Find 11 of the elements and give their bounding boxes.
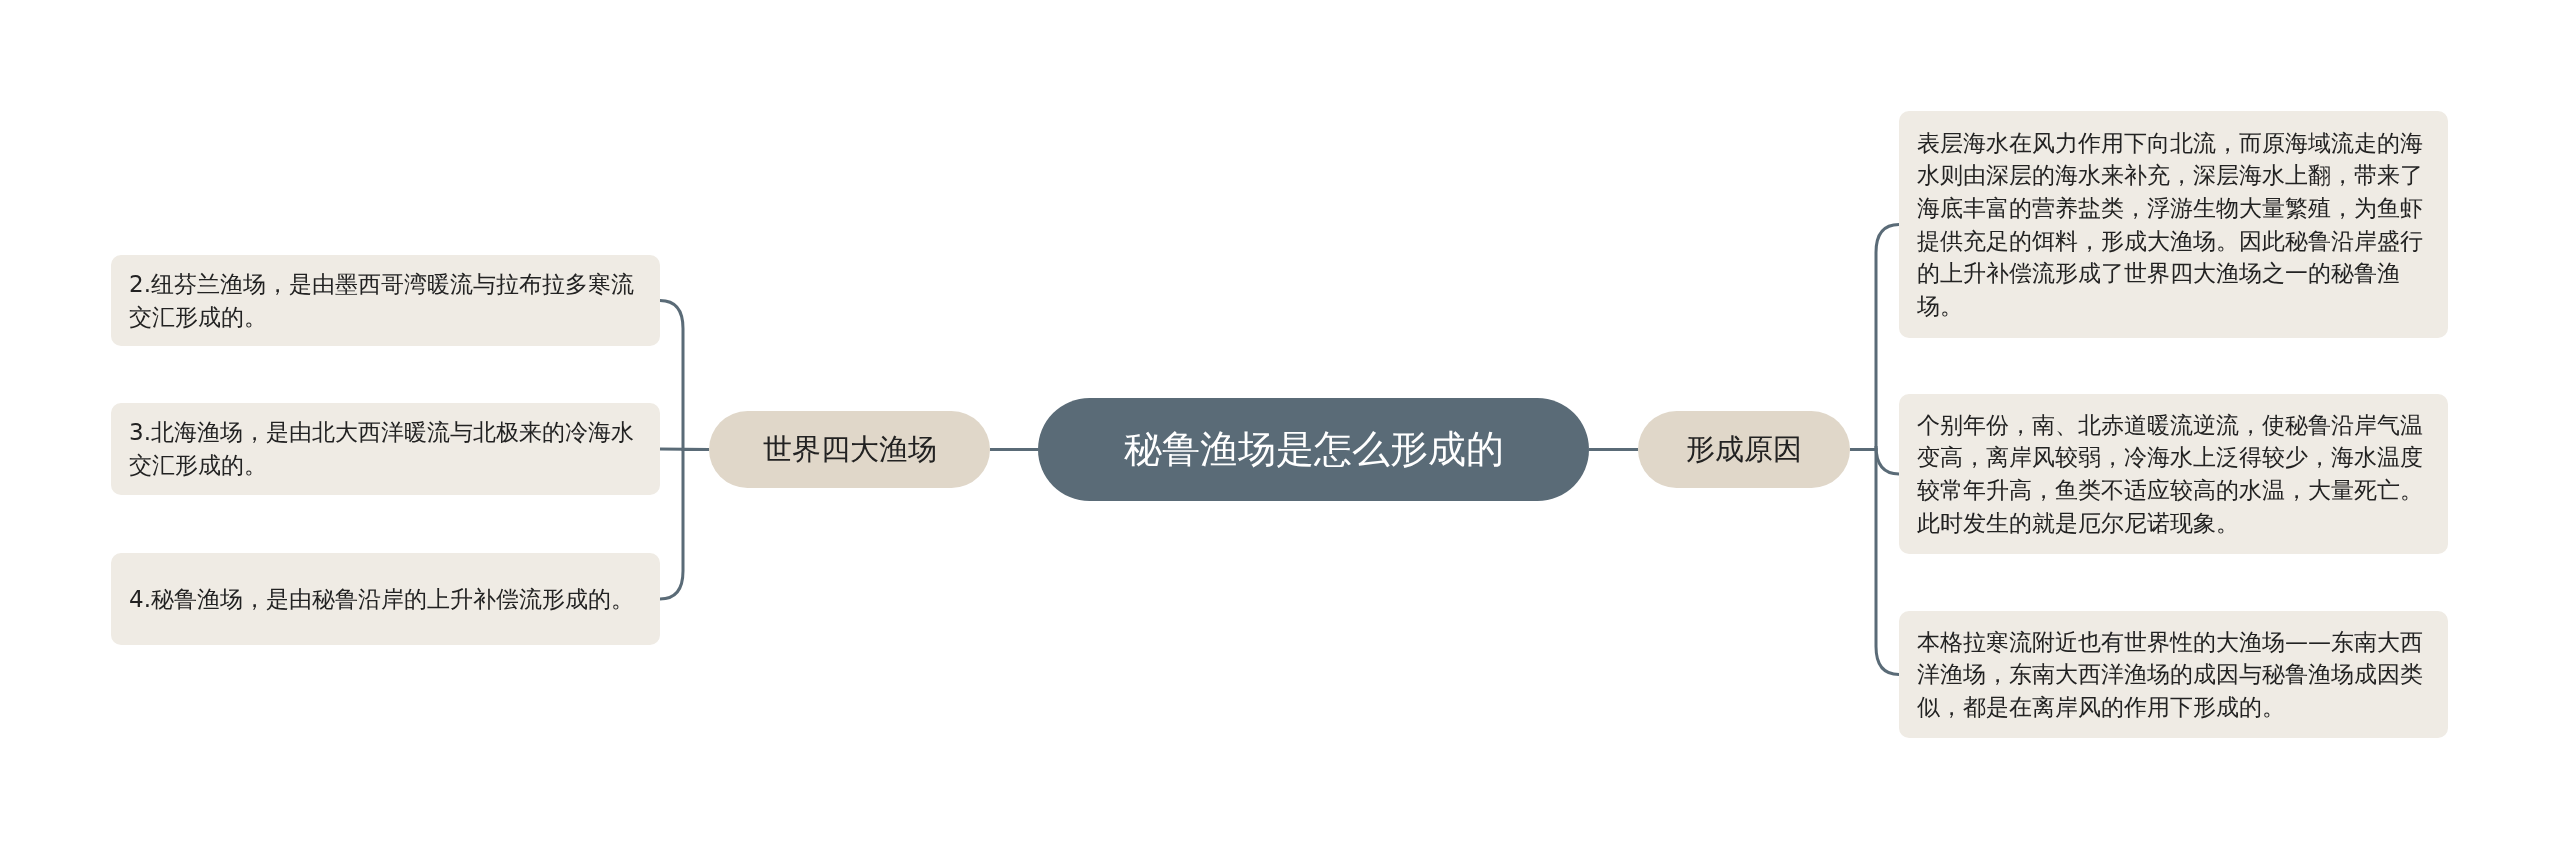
note-card: 3.北海渔场，是由北大西洋暖流与北极来的冷海水交汇形成的。 [111, 403, 660, 495]
connector-line [990, 448, 1038, 451]
topic-pill: 世界四大渔场 [709, 411, 990, 488]
topic-pill: 形成原因 [1638, 411, 1850, 488]
note-card: 2.纽芬兰渔场，是由墨西哥湾暖流与拉布拉多寒流交汇形成的。 [111, 255, 660, 346]
central-topic: 秘鲁渔场是怎么形成的 [1038, 398, 1589, 501]
connector-line [1589, 448, 1638, 451]
note-card: 表层海水在风力作用下向北流，而原海域流走的海水则由深层的海水来补充，深层海水上翻，带来了海底丰富的营养盐类，浮游生物大量繁殖，为鱼虾提供充足的饵料，形成大渔场。因此秘鲁沿岸盛行的上升补偿流形成了世界四大渔场之一的秘鲁渔场。 [1899, 111, 2448, 338]
note-card: 本格拉寒流附近也有世界性的大渔场——东南大西洋渔场，东南大西洋渔场的成因与秘鲁渔场成因类似，都是在离岸风的作用下形成的。 [1899, 611, 2448, 738]
note-card: 个别年份，南、北赤道暖流逆流，使秘鲁沿岸气温变高，离岸风较弱，冷海水上泛得较少，海水温度较常年升高，鱼类不适应较高的水温，大量死亡。此时发生的就是厄尔尼诺现象。 [1899, 394, 2448, 554]
note-card: 4.秘鲁渔场，是由秘鲁沿岸的上升补偿流形成的。 [111, 553, 660, 645]
